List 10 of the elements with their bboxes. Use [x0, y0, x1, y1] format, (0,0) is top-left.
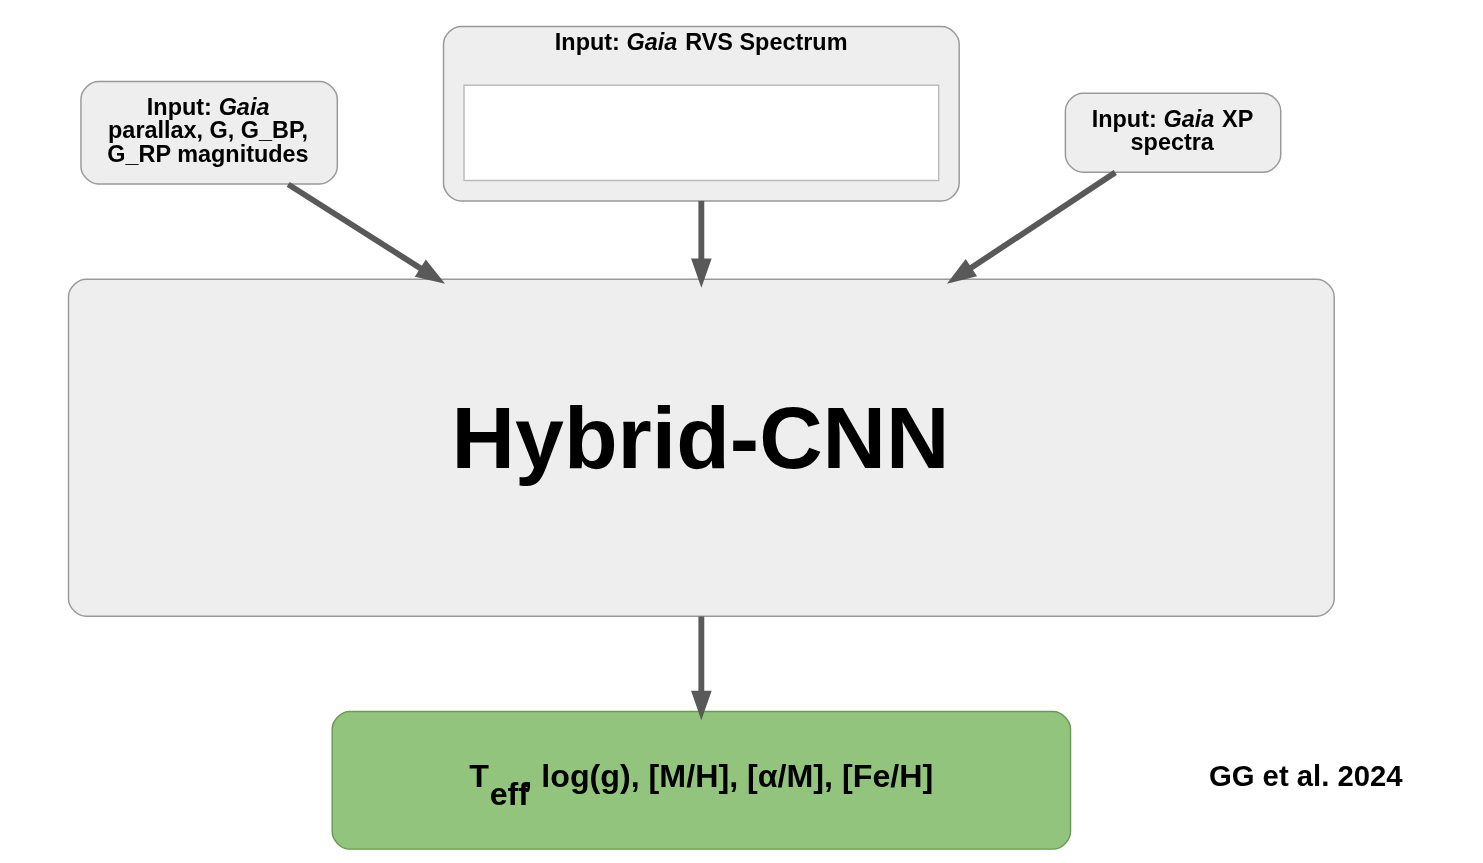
label: GG et al. 2024 — [1208, 758, 1403, 792]
node-box — [462, 83, 939, 181]
arrow — [690, 615, 712, 720]
node-box: Input: Gaia XP spectra — [1064, 92, 1281, 173]
arrow — [690, 200, 712, 288]
cluster: Input: Gaia RVS Spectrum — [442, 25, 960, 202]
node-box: Hybrid-CNN — [67, 278, 1335, 617]
node-box: Input: Gaia parallax, G, G_BP, G_RP magnitudes — [79, 80, 338, 185]
arrow — [946, 169, 1117, 284]
arrow — [286, 181, 445, 284]
